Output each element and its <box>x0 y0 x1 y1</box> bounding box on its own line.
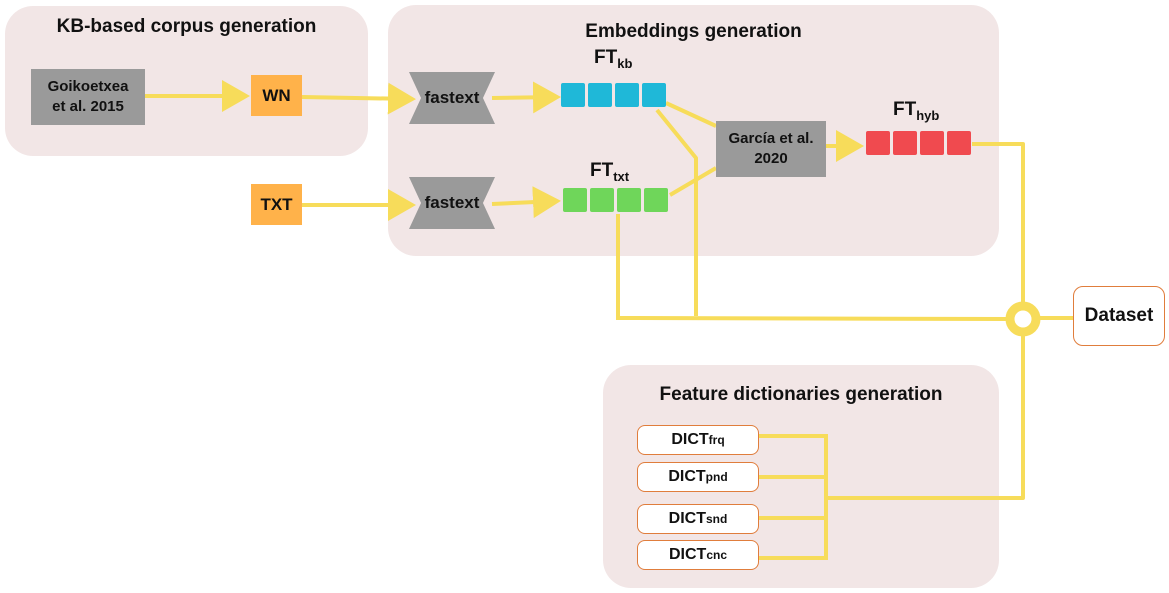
vector-cell <box>563 188 587 212</box>
wn-node: WN <box>251 75 302 116</box>
fthyb-vector <box>866 131 971 155</box>
vector-cell <box>617 188 641 212</box>
vector-cell <box>920 131 944 155</box>
arrow-fastext-ftkb <box>491 81 561 114</box>
vector-cell <box>893 131 917 155</box>
ftkb-label: FTkb <box>594 47 632 71</box>
vector-cell <box>590 188 614 212</box>
line-ftkb-bus <box>655 108 698 316</box>
feature-dicts-title: Feature dictionaries generation <box>659 384 943 405</box>
fthyb-label-base: FT <box>893 99 917 120</box>
garcia-node: García et al. 2020 <box>716 121 826 177</box>
goikoetxea-line1: Goikoetxea <box>47 78 129 95</box>
dict-frq-sub: frq <box>708 433 725 447</box>
line-fthyb-junction <box>972 142 1025 302</box>
line-fttxt-garcia <box>668 166 718 197</box>
line-dicts-junction <box>826 336 1025 500</box>
vector-cell <box>615 83 639 107</box>
ftkb-label-base: FT <box>594 47 618 68</box>
fttxt-label: FTtxt <box>590 160 629 184</box>
fttxt-vector <box>563 188 668 212</box>
vector-cell <box>561 83 585 107</box>
goikoetxea-node: Goikoetxea et al. 2015 <box>31 69 145 125</box>
vector-cell <box>947 131 971 155</box>
dict-pnd-base: DICT <box>668 468 706 485</box>
vector-cell <box>588 83 612 107</box>
dict-snd-sub: snd <box>705 512 728 526</box>
fastext-kb-node: fastext <box>409 72 495 124</box>
arrow-fastext-fttxt <box>491 186 561 219</box>
line-ftkb-garcia <box>665 101 717 128</box>
dict-frq-base: DICT <box>671 431 709 448</box>
dataset-node: Dataset <box>1073 286 1165 346</box>
fastext-txt-label: fastext <box>424 193 480 212</box>
garcia-line2: 2020 <box>754 150 788 167</box>
fthyb-label: FThyb <box>893 99 939 123</box>
vector-cell <box>644 188 668 212</box>
dict-cnc-sub: cnc <box>706 548 727 562</box>
arrow-wn-fastext <box>301 82 416 115</box>
fastext-kb-label: fastext <box>424 88 480 107</box>
txt-node: TXT <box>251 184 302 225</box>
embeddings-panel: Embeddings generation <box>388 5 999 256</box>
dict-pnd-sub: pnd <box>705 470 728 484</box>
dict-cnc-base: DICT <box>668 546 707 563</box>
ftkb-vector <box>561 83 666 107</box>
fthyb-label-sub: hyb <box>916 107 940 123</box>
embeddings-title: Embeddings generation <box>585 21 802 42</box>
goikoetxea-line2: et al. 2015 <box>52 98 124 115</box>
dict-snd-base: DICT <box>668 510 706 527</box>
bus-to-junction <box>615 316 1009 321</box>
ftkb-label-sub: kb <box>617 55 633 71</box>
garcia-line1: García et al. <box>728 130 814 147</box>
kb-corpus-title: KB-based corpus generation <box>56 16 317 37</box>
fttxt-label-sub: txt <box>613 168 630 184</box>
fttxt-label-base: FT <box>590 160 614 181</box>
vector-cell <box>642 83 666 107</box>
merge-junction <box>1005 301 1041 337</box>
vector-cell <box>866 131 890 155</box>
fastext-txt-node: fastext <box>409 177 495 229</box>
